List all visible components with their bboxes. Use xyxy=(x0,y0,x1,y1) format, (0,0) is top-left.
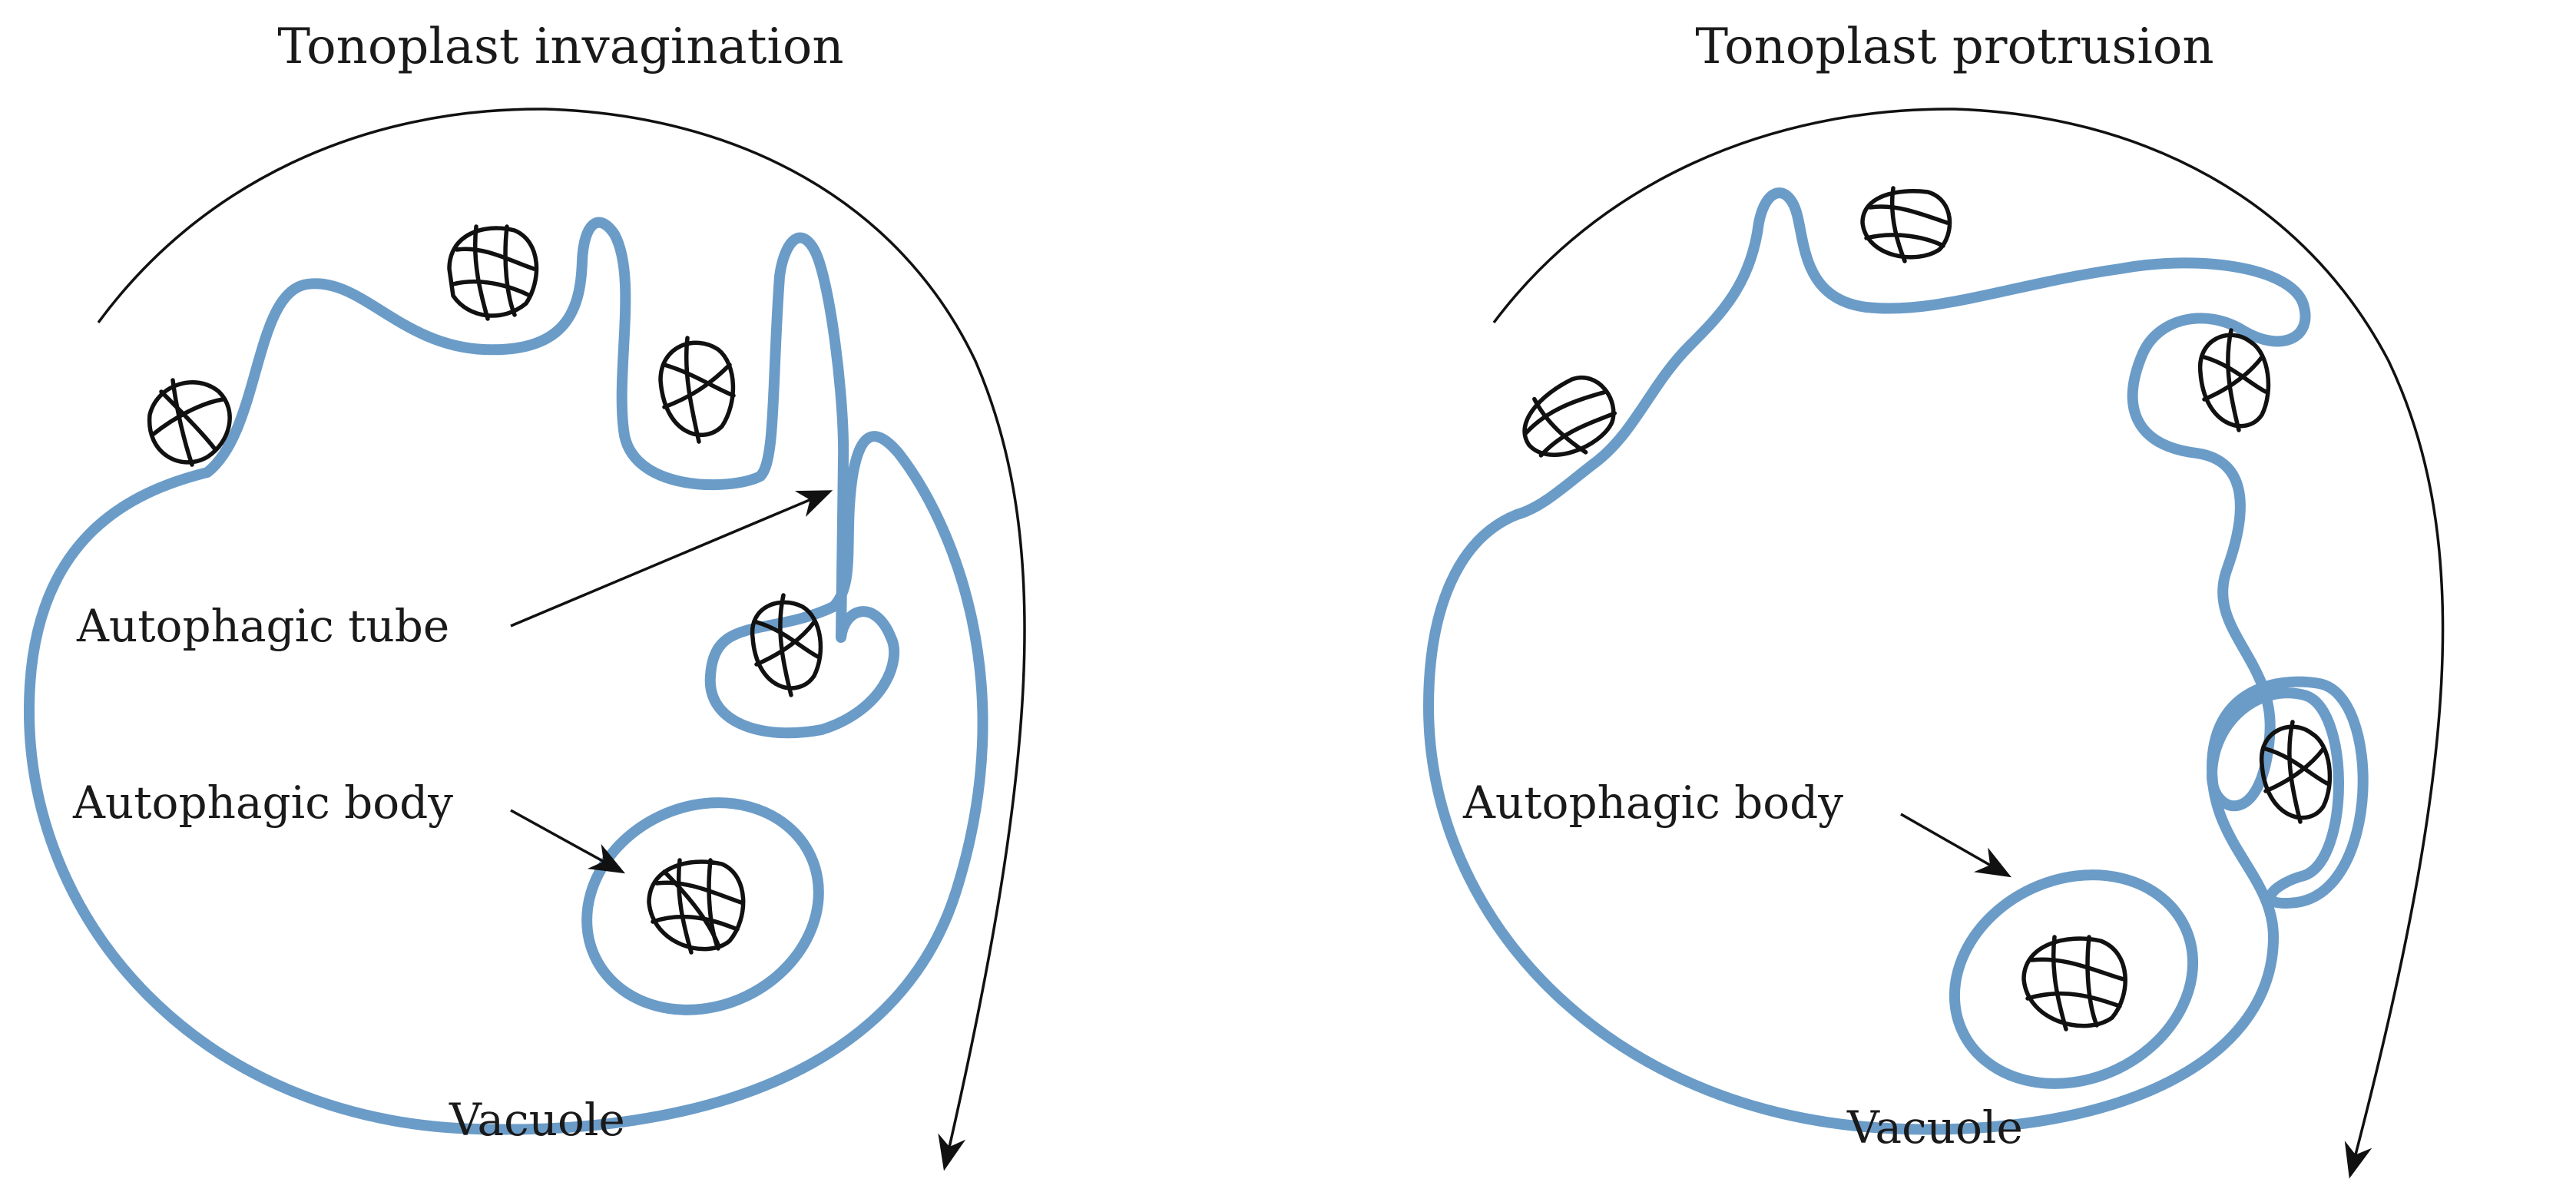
pointer-arrow-body-left xyxy=(510,809,626,874)
rotation-arrow-right xyxy=(1492,108,2445,1179)
label-vacuole-left: Vacuole xyxy=(449,1094,625,1146)
cargo-tangle-icon xyxy=(1860,186,1952,263)
label-autophagic-tube: Autophagic tube xyxy=(76,600,449,652)
cargo-tangle-icon xyxy=(2021,935,2127,1031)
cargo-tangle-icon xyxy=(147,378,232,467)
cargo-tangle-icon xyxy=(658,336,736,444)
panel-title-protrusion: Tonoplast protrusion xyxy=(1695,18,2213,75)
label-autophagic-body-right: Autophagic body xyxy=(1462,776,1843,829)
cargo-tangle-icon xyxy=(1522,376,1617,458)
panel-protrusion: Tonoplast protrusion Autophagic body Vac… xyxy=(1423,18,2445,1179)
label-autophagic-body-left: Autophagic body xyxy=(72,776,453,829)
panel-invagination: Tonoplast invagination Autophagic tube A… xyxy=(23,18,1026,1171)
tonoplast-membrane-right xyxy=(1423,187,2369,1135)
cargo-tangle-icon xyxy=(750,593,823,697)
pointer-arrow-tube xyxy=(510,490,833,627)
tonoplast-membrane-left xyxy=(23,217,988,1135)
label-vacuole-right: Vacuole xyxy=(1846,1101,2023,1154)
cargo-tangle-icon xyxy=(447,224,539,321)
cargo-tangle-icon xyxy=(2260,720,2333,824)
pointer-arrow-body-right xyxy=(1900,813,2011,878)
cargo-tangle-icon xyxy=(2198,328,2271,432)
panel-title-invagination: Tonoplast invagination xyxy=(277,18,843,75)
cargo-tangle-icon xyxy=(647,858,746,955)
autophagic-body-right xyxy=(1949,869,2199,1089)
rotation-arrow-left xyxy=(97,108,1026,1171)
autophagic-body-left xyxy=(581,797,824,1015)
